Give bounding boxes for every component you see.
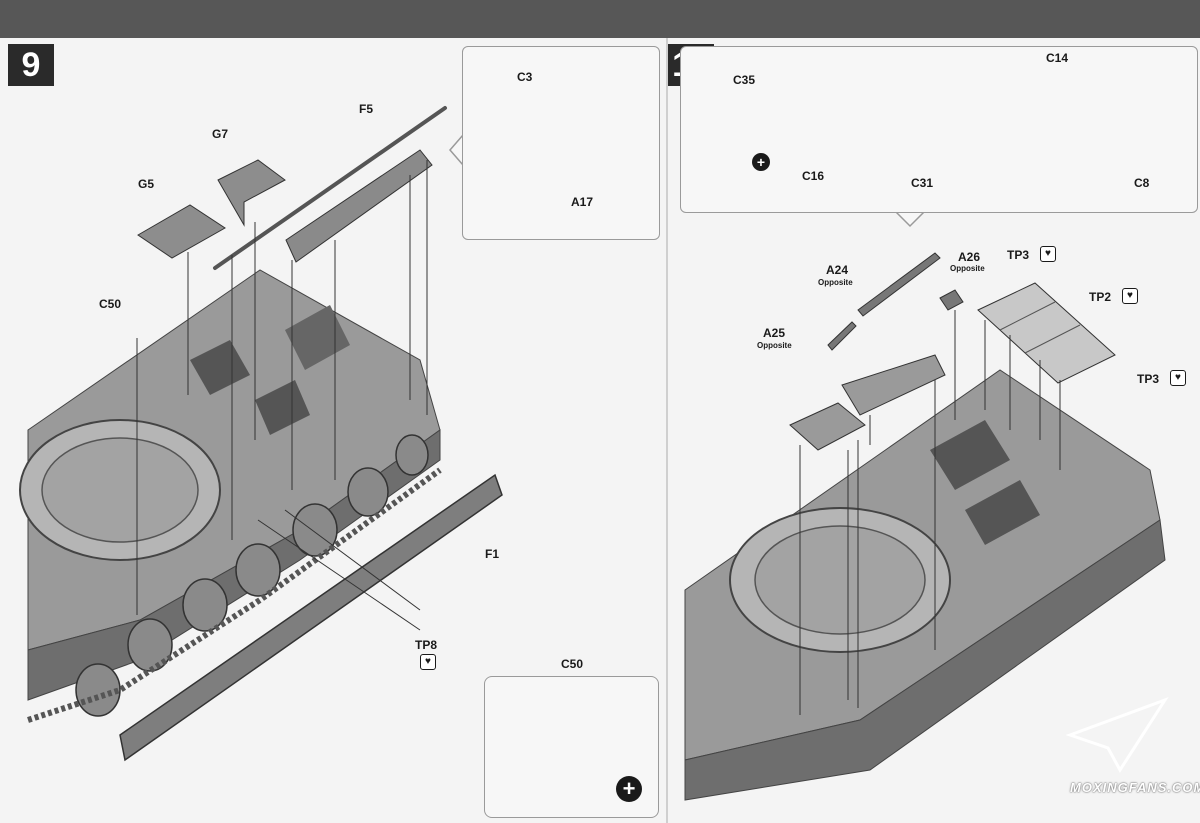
- label-c14: C14: [1046, 51, 1069, 65]
- step9-rod: [213, 106, 447, 270]
- label-a26-note: Opposite: [950, 264, 985, 273]
- step10-part-a24: [857, 252, 941, 317]
- step9-grille-2: [255, 380, 310, 435]
- label-g7: G7: [212, 127, 229, 141]
- step9-stowage-box: [285, 149, 433, 263]
- label-c8: C8: [1134, 176, 1150, 190]
- header-bar: [0, 0, 1200, 38]
- step9-road-wheels: [75, 434, 429, 717]
- step-number-9: 9: [8, 44, 54, 86]
- label-a25-note: Opposite: [757, 341, 792, 350]
- label-tp3-bottom: TP3: [1137, 372, 1160, 386]
- label-a26: A26: [958, 250, 981, 264]
- label-c31: C31: [911, 176, 934, 190]
- step9-callout-leader: [449, 134, 464, 166]
- step10-box-lower: [789, 402, 866, 451]
- watermark-logo: [1065, 697, 1169, 773]
- label-f1: F1: [485, 547, 500, 561]
- step10-turret-ring-inner: [754, 525, 926, 635]
- label-a24-note: Opposite: [818, 278, 853, 287]
- photo-etch-icon-tp2: ♥: [1122, 288, 1138, 304]
- step10-guide-lines: [799, 310, 1061, 715]
- step10-box-upper: [841, 354, 946, 416]
- label-a17: A17: [571, 195, 594, 209]
- c50-callout-title: C50: [561, 657, 584, 671]
- label-c16: C16: [802, 169, 825, 183]
- step10-hull-side: [684, 519, 1166, 801]
- watermark-text: MOXINGFANS.COM: [1070, 780, 1200, 795]
- step10-part-a25: [827, 321, 857, 351]
- step9-side-skirt-f1: [119, 473, 503, 762]
- step10-part-a26: [939, 289, 964, 311]
- label-c35: C35: [733, 73, 756, 87]
- step10-mesh-tp: [977, 282, 1116, 384]
- step10-callout-parts: [680, 46, 1198, 213]
- step9-callout-c3-a17: [462, 46, 660, 240]
- page-divider: [666, 38, 668, 823]
- photo-etch-icon-tp3-top: ♥: [1040, 246, 1056, 262]
- step9-track: [27, 467, 442, 723]
- label-a24: A24: [826, 263, 849, 277]
- label-c3: C3: [517, 70, 533, 84]
- step9-grille-1: [190, 340, 250, 395]
- label-tp2: TP2: [1089, 290, 1112, 304]
- label-tp3-top: TP3: [1007, 248, 1030, 262]
- photo-etch-icon: ♥: [420, 654, 436, 670]
- step10-grille: [930, 420, 1010, 490]
- label-a25: A25: [763, 326, 786, 340]
- zoom-in-icon: +: [616, 776, 642, 802]
- zoom-in-icon-small: +: [752, 153, 770, 171]
- step9-part-g5: [137, 204, 226, 259]
- label-f5: F5: [359, 102, 374, 116]
- step10-callout-pointer: [893, 210, 927, 228]
- label-c50: C50: [99, 297, 122, 311]
- step9-guide-lines: [136, 160, 428, 631]
- photo-etch-icon-tp3-bottom: ♥: [1170, 370, 1186, 386]
- label-tp8: TP8: [415, 638, 438, 652]
- label-g5: G5: [138, 177, 155, 191]
- step9-turret-ring-inner: [41, 437, 199, 543]
- step9-grille-3: [285, 305, 350, 370]
- step9-part-g7: [217, 159, 286, 227]
